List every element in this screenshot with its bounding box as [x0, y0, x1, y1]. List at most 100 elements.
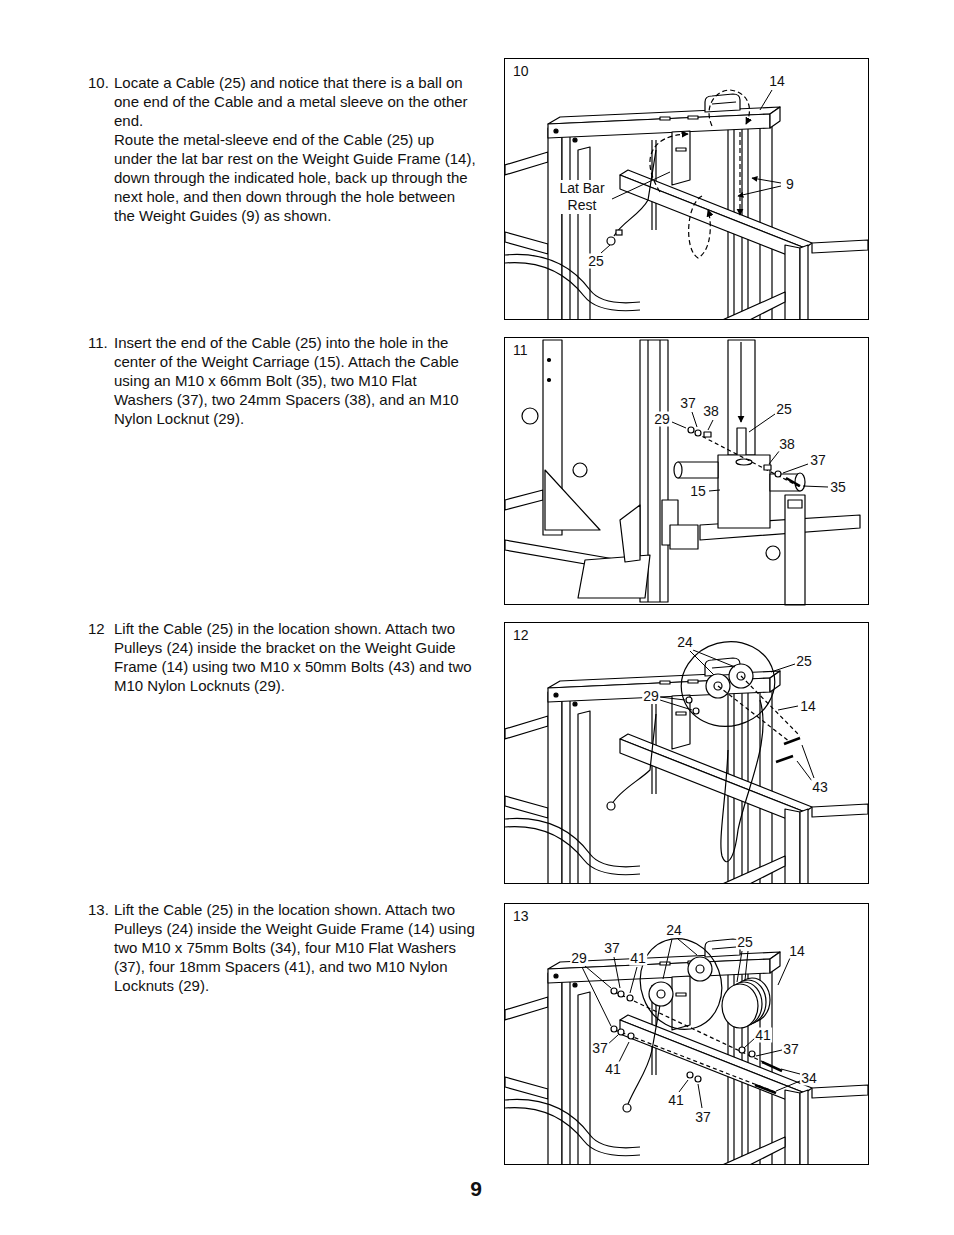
leader-line: [803, 486, 828, 487]
leader-line: [663, 939, 672, 979]
step-number: 10.: [88, 74, 109, 93]
callout-number: 41: [754, 1028, 772, 1043]
callout-number: 14: [799, 699, 817, 714]
pulley-illustration: [686, 697, 692, 703]
callout-number: 37: [809, 453, 827, 468]
leader-line: [612, 172, 670, 199]
weight-carriage-illustration: [548, 359, 551, 362]
step-panel: 12: [504, 622, 869, 884]
cable-routing: [650, 134, 688, 192]
pulley-illustration: [611, 988, 617, 994]
leader-line: [678, 939, 697, 955]
step-number: 12: [88, 620, 105, 639]
leader-line: [776, 1081, 800, 1091]
callout-number: 24: [665, 923, 683, 938]
leader-line: [783, 464, 808, 473]
leader-line: [708, 420, 713, 430]
callout-number: 37: [591, 1041, 609, 1056]
callout-number: 38: [778, 437, 796, 452]
frame-illustration: [505, 658, 868, 894]
callout-number: 29: [642, 689, 660, 704]
weight-carriage-illustration: [678, 462, 718, 478]
leader-line: [672, 412, 828, 491]
leader-line: [738, 186, 781, 196]
cable-routing: [616, 230, 622, 235]
cable-routing: [689, 196, 711, 258]
weight-carriage-illustration: [578, 555, 650, 598]
weight-carriage-illustration: [548, 379, 551, 382]
pulley-illustration: [628, 1005, 660, 1104]
leader-line: [797, 761, 812, 781]
leader-line: [769, 450, 780, 464]
weight-carriage-illustration: [775, 471, 781, 477]
leader-line: [802, 745, 814, 778]
panel-number: 12: [512, 627, 530, 643]
weight-carriage-illustration: [718, 455, 770, 528]
pulley-illustration: [607, 802, 615, 810]
pulley-illustration: [696, 965, 704, 973]
leader-line: [698, 1084, 702, 1108]
callout-number: 29: [570, 951, 588, 966]
pulley-illustration: [612, 714, 656, 804]
frame-illustration: [505, 939, 868, 1175]
leader-line: [771, 664, 795, 672]
weight-carriage-illustration: [736, 459, 752, 465]
instruction-text: Lift the Cable (25) in the location show…: [114, 901, 476, 996]
leader-line: [749, 414, 775, 432]
pulley-illustration: [672, 631, 785, 736]
callout-number: 25: [795, 654, 813, 669]
leader-line: [614, 957, 620, 988]
cable-routing: [709, 90, 749, 126]
weight-carriage-illustration: [505, 340, 860, 605]
callout-number: 38: [702, 404, 720, 419]
leader-line: [585, 966, 611, 988]
weight-carriage-illustration: [670, 525, 698, 549]
pulley-illustration: [623, 1104, 631, 1112]
leader-line: [760, 90, 772, 110]
frame-illustration: [505, 94, 868, 330]
callout-number: 9: [785, 177, 795, 192]
pulley-illustration: [762, 1062, 782, 1071]
pulley-illustration: [688, 957, 712, 981]
pulley-illustration: [749, 1051, 755, 1057]
panel-number: 10: [512, 63, 530, 79]
weight-carriage-illustration: [740, 342, 741, 422]
pulley-illustration: [649, 982, 673, 1006]
pulley-illustration: [628, 1033, 634, 1039]
leader-line: [693, 650, 735, 667]
leader-line: [778, 706, 798, 710]
leader-line: [672, 422, 686, 428]
weight-carriage-illustration: [766, 546, 780, 560]
weight-carriage-illustration: [788, 500, 802, 508]
weight-carriage-illustration: [786, 478, 800, 486]
callout-number: 24: [676, 635, 694, 650]
weight-carriage-illustration: [764, 465, 771, 470]
weight-carriage-illustration: [659, 340, 660, 602]
callout-number: 37: [603, 941, 621, 956]
pulley-illustration: [615, 1030, 775, 1092]
pulley-illustration: [695, 1076, 701, 1082]
callout-number: 29: [653, 412, 671, 427]
callout-number: 37: [694, 1110, 712, 1125]
pulley-illustration: [627, 995, 633, 1001]
weight-carriage-illustration: [785, 495, 805, 605]
pulley-illustration: [611, 1026, 617, 1032]
pulley-illustration: [722, 984, 758, 1028]
weight-carriage-illustration: [695, 430, 701, 436]
pulley-illustration: [657, 990, 665, 998]
cable-routing: [607, 90, 749, 258]
callout-number: 41: [604, 1062, 622, 1077]
leader-line: [660, 650, 814, 781]
pulley-illustration: [611, 927, 782, 1112]
weight-carriage-illustration: [688, 427, 694, 433]
cable-routing: [614, 150, 656, 236]
weight-carriage-illustration: [674, 462, 682, 478]
step-number: 11.: [88, 334, 108, 353]
pulley-illustration: [718, 686, 790, 742]
callout-number: 35: [829, 480, 847, 495]
weight-carriage-illustration: [620, 505, 640, 562]
frame-illustration: [505, 94, 868, 330]
step-panel: 11: [504, 337, 869, 605]
pulley-illustration: [615, 992, 780, 1070]
callout-number: 34: [800, 1071, 818, 1086]
